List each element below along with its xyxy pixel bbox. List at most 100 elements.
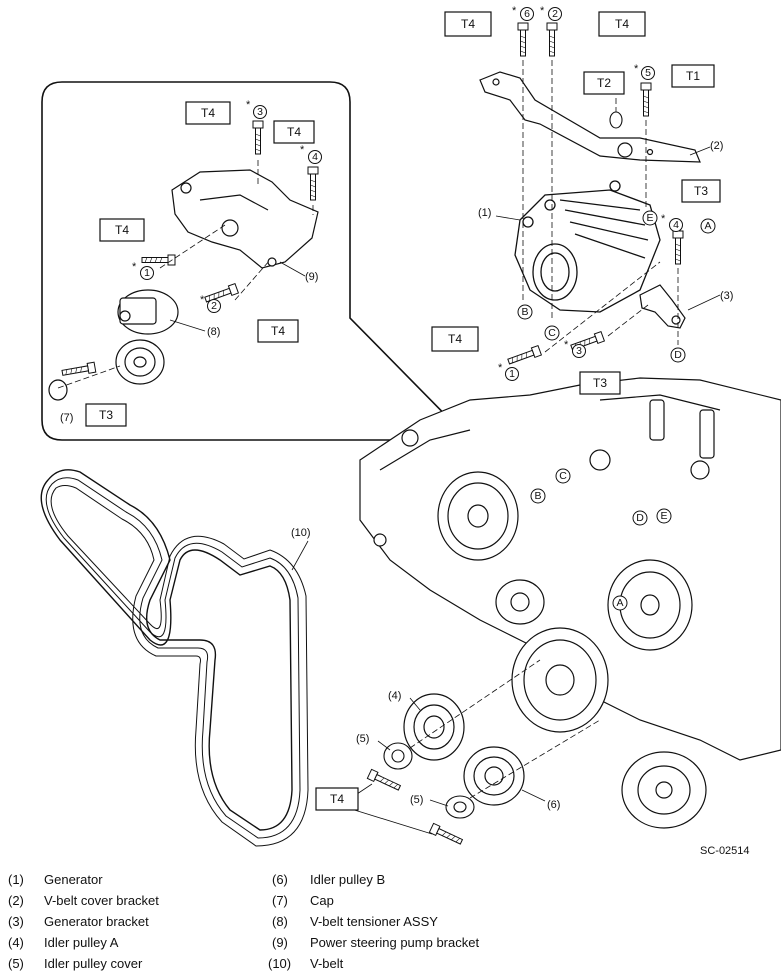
callout-2: (2) (710, 140, 723, 152)
callout-1: (1) (478, 207, 491, 219)
svg-text:T3: T3 (99, 408, 113, 422)
ref-circled-1-inset: * 1 (132, 261, 154, 280)
ref-letter-b-engine: B (530, 488, 546, 504)
svg-text:T4: T4 (287, 125, 301, 139)
torque-label-t4-mid: T4 (431, 326, 479, 352)
ref-circled-3-inset: * 3 (246, 99, 267, 119)
callout-5-upper: (5) (356, 733, 369, 745)
svg-text:B: B (534, 490, 541, 502)
torque-label-t4-inset-bottom: T4 (257, 319, 299, 343)
callout-10: (10) (291, 527, 311, 539)
svg-text:5: 5 (645, 67, 651, 79)
ref-letter-b-top: B (517, 304, 533, 320)
ref-circled-3-mid: * 3 (564, 339, 586, 358)
svg-text:T3: T3 (593, 376, 607, 390)
ref-circled-4-inset: * 4 (300, 144, 322, 164)
v-belt-tensioner (115, 289, 179, 385)
callout-3: (3) (720, 290, 733, 302)
ref-letter-d-engine: D (632, 510, 648, 526)
torque-label-t4-top-right: T4 (598, 11, 646, 37)
legend-item: (3)Generator bracket (8, 914, 149, 929)
svg-text:*: * (246, 99, 251, 111)
svg-text:*: * (498, 362, 503, 374)
parts-legend: (1)Generator (2)V-belt cover bracket (3)… (0, 866, 781, 980)
svg-text:E: E (646, 212, 653, 224)
svg-text:C: C (559, 470, 567, 482)
svg-text:A: A (616, 597, 623, 609)
callout-6: (6) (547, 799, 560, 811)
torque-label-t3-right: T3 (681, 179, 721, 203)
callout-8: (8) (207, 326, 220, 338)
svg-text:T3: T3 (694, 184, 708, 198)
exploded-diagram: T4 T4 T2 T1 T3 T4 T3 T4 T4 T4 T4 T3 T4 *… (40, 5, 781, 847)
svg-text:1: 1 (144, 267, 150, 279)
svg-text:4: 4 (312, 151, 318, 163)
ref-letter-a-engine: A (612, 595, 628, 611)
power-steering-pump-bracket (171, 169, 319, 269)
callout-5-lower: (5) (410, 794, 423, 806)
ref-letter-c-top: C (544, 325, 560, 341)
svg-text:T4: T4 (201, 106, 215, 120)
ref-circled-2-top: * 2 (540, 5, 562, 21)
svg-text:T4: T4 (461, 17, 475, 31)
legend-item: (8)V-belt tensioner ASSY (272, 914, 438, 929)
svg-text:*: * (200, 294, 205, 306)
ref-letter-a-top: A (700, 218, 716, 234)
svg-text:4: 4 (673, 219, 679, 231)
figure-id: SC-02514 (700, 845, 750, 857)
svg-text:T4: T4 (271, 324, 285, 338)
svg-text:3: 3 (257, 106, 263, 118)
legend-item: (9)Power steering pump bracket (272, 935, 480, 950)
ref-letter-d-top: D (670, 347, 686, 363)
ref-letter-c-engine: C (555, 468, 571, 484)
engine-block (359, 377, 781, 761)
svg-text:*: * (512, 5, 517, 17)
svg-text:6: 6 (524, 8, 530, 20)
idler-pulley-covers (383, 742, 475, 819)
generator (514, 180, 661, 313)
torque-label-t1: T1 (671, 64, 715, 88)
svg-text:D: D (636, 512, 644, 524)
torque-label-t4-inset-right: T4 (273, 120, 315, 144)
svg-text:T4: T4 (115, 223, 129, 237)
torque-label-t4-inset-left: T4 (99, 218, 145, 242)
svg-text:1: 1 (509, 368, 515, 380)
legend-item: (6)Idler pulley B (272, 872, 386, 887)
callout-7: (7) (60, 412, 73, 424)
engine-pulleys (437, 471, 707, 829)
callout-9: (9) (305, 271, 318, 283)
svg-text:D: D (674, 349, 682, 361)
svg-text:2: 2 (211, 300, 217, 312)
torque-label-t3-mid: T3 (579, 371, 621, 395)
ref-circled-5: * 5 (634, 63, 655, 80)
svg-text:*: * (300, 144, 305, 156)
ref-letter-e-top: E (642, 210, 658, 226)
ref-circled-6: * 6 (512, 5, 534, 21)
svg-text:T4: T4 (615, 17, 629, 31)
legend-item: (5)Idler pulley cover (8, 956, 143, 971)
idler-pulley-a (403, 693, 465, 761)
svg-text:T4: T4 (330, 792, 344, 806)
idler-pulley-b (463, 746, 525, 806)
callout-4: (4) (388, 690, 401, 702)
svg-text:*: * (661, 213, 666, 225)
cap (48, 379, 68, 401)
svg-text:2: 2 (552, 8, 558, 20)
svg-text:3: 3 (576, 345, 582, 357)
svg-text:*: * (132, 261, 137, 273)
ref-letter-e-engine: E (656, 508, 672, 524)
svg-text:B: B (521, 306, 528, 318)
legend-item: (1)Generator (8, 872, 103, 887)
torque-label-t4-inset-top: T4 (185, 101, 231, 125)
legend-item: (10)V-belt (268, 956, 344, 971)
svg-text:T1: T1 (686, 69, 700, 83)
ref-circled-4-right: * 4 (661, 213, 683, 232)
ref-circled-2-inset: * 2 (200, 294, 221, 313)
legend-item: (7)Cap (272, 893, 334, 908)
svg-text:*: * (634, 63, 639, 75)
inset-detail-panel (41, 81, 472, 441)
v-belt-cover-bracket (479, 71, 701, 163)
svg-text:*: * (564, 339, 569, 351)
svg-text:*: * (540, 5, 545, 17)
torque-label-t2: T2 (583, 71, 625, 95)
